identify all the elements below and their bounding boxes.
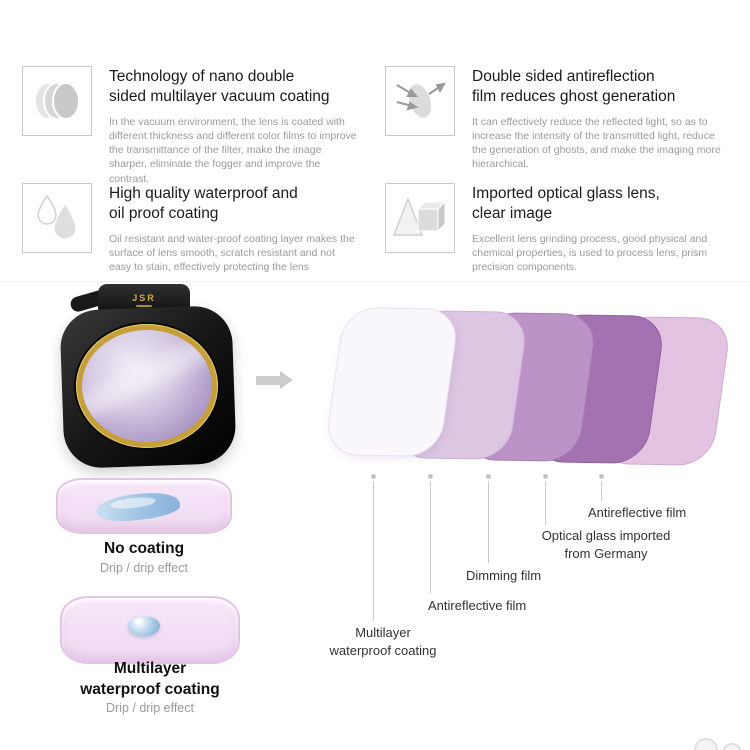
leader-dot (428, 474, 433, 479)
demo-title-no-coating: No coating (103, 540, 185, 557)
feature-description: Oil resistant and water-proof coating la… (109, 232, 355, 274)
feature-text: High quality waterproof and oil proof co… (109, 183, 359, 274)
prism-icon (385, 183, 455, 253)
feature-antireflection: Double sided antireflection film reduces… (385, 66, 722, 172)
feature-description: It can effectively reduce the reflected … (472, 115, 721, 171)
feature-text: Technology of nano double sided multilay… (109, 66, 359, 186)
demo-slab-coated (60, 596, 240, 664)
brand-logo: JSR (132, 293, 156, 303)
feature-text: Imported optical glass lens, clear image… (472, 183, 722, 274)
antireflection-icon (385, 66, 455, 136)
lens-glare (82, 330, 212, 422)
arrow-head (280, 371, 293, 389)
layer-label-dimming: Dimming film (466, 568, 542, 583)
lens-stack-icon (22, 66, 92, 136)
water-droplet (128, 616, 160, 636)
layer-label-antireflective-front: Antireflective film (428, 598, 527, 613)
explode-arrow-icon (256, 371, 293, 389)
feature-waterproof: High quality waterproof and oil proof co… (22, 183, 359, 274)
cutoff-circle-decoration (694, 738, 718, 750)
brand-mark (136, 305, 152, 307)
feature-optical-glass: Imported optical glass lens, clear image… (385, 183, 722, 274)
section-divider (0, 281, 750, 282)
layer-multilayer-waterproof-coating (323, 306, 461, 458)
waterdrop-icon (22, 183, 92, 253)
filter-product-photo: JSR (58, 284, 248, 476)
layer-label-multilayer-waterproof: Multilayer waterproof coating (329, 625, 437, 658)
demo-slab-no-coating (56, 478, 232, 534)
cutoff-circle-decoration (722, 743, 742, 750)
leader-line (430, 481, 431, 593)
feature-title: Double sided antireflection film reduces… (472, 68, 676, 105)
layer-label-antireflective-back: Antireflective film (588, 505, 687, 520)
demo-subtitle: Drip / drip effect (105, 701, 194, 715)
gold-ring (76, 324, 218, 448)
arrow-shaft (256, 375, 280, 385)
leader-dot (543, 474, 548, 479)
feature-vacuum-coating: Technology of nano double sided multilay… (22, 66, 359, 186)
feature-description: In the vacuum environment, the lens is c… (109, 115, 357, 185)
leader-line (373, 481, 374, 621)
leader-line (601, 481, 602, 501)
feature-title: High quality waterproof and oil proof co… (109, 185, 298, 222)
layer-label-optical-glass: Optical glass imported from Germany (541, 528, 671, 561)
leader-dot (599, 474, 604, 479)
demo-subtitle: Drip / drip effect (99, 561, 188, 575)
feature-description: Excellent lens grinding process, good ph… (472, 232, 708, 274)
demo-title-coated: Multilayer waterproof coating (80, 660, 220, 698)
feature-title: Imported optical glass lens, clear image (472, 185, 660, 222)
leader-line (545, 481, 546, 525)
feature-text: Double sided antireflection film reduces… (472, 66, 722, 172)
lens-glass (82, 330, 212, 442)
leader-dot (371, 474, 376, 479)
leader-dot (486, 474, 491, 479)
leader-line (488, 481, 489, 563)
feature-title: Technology of nano double sided multilay… (109, 68, 330, 105)
